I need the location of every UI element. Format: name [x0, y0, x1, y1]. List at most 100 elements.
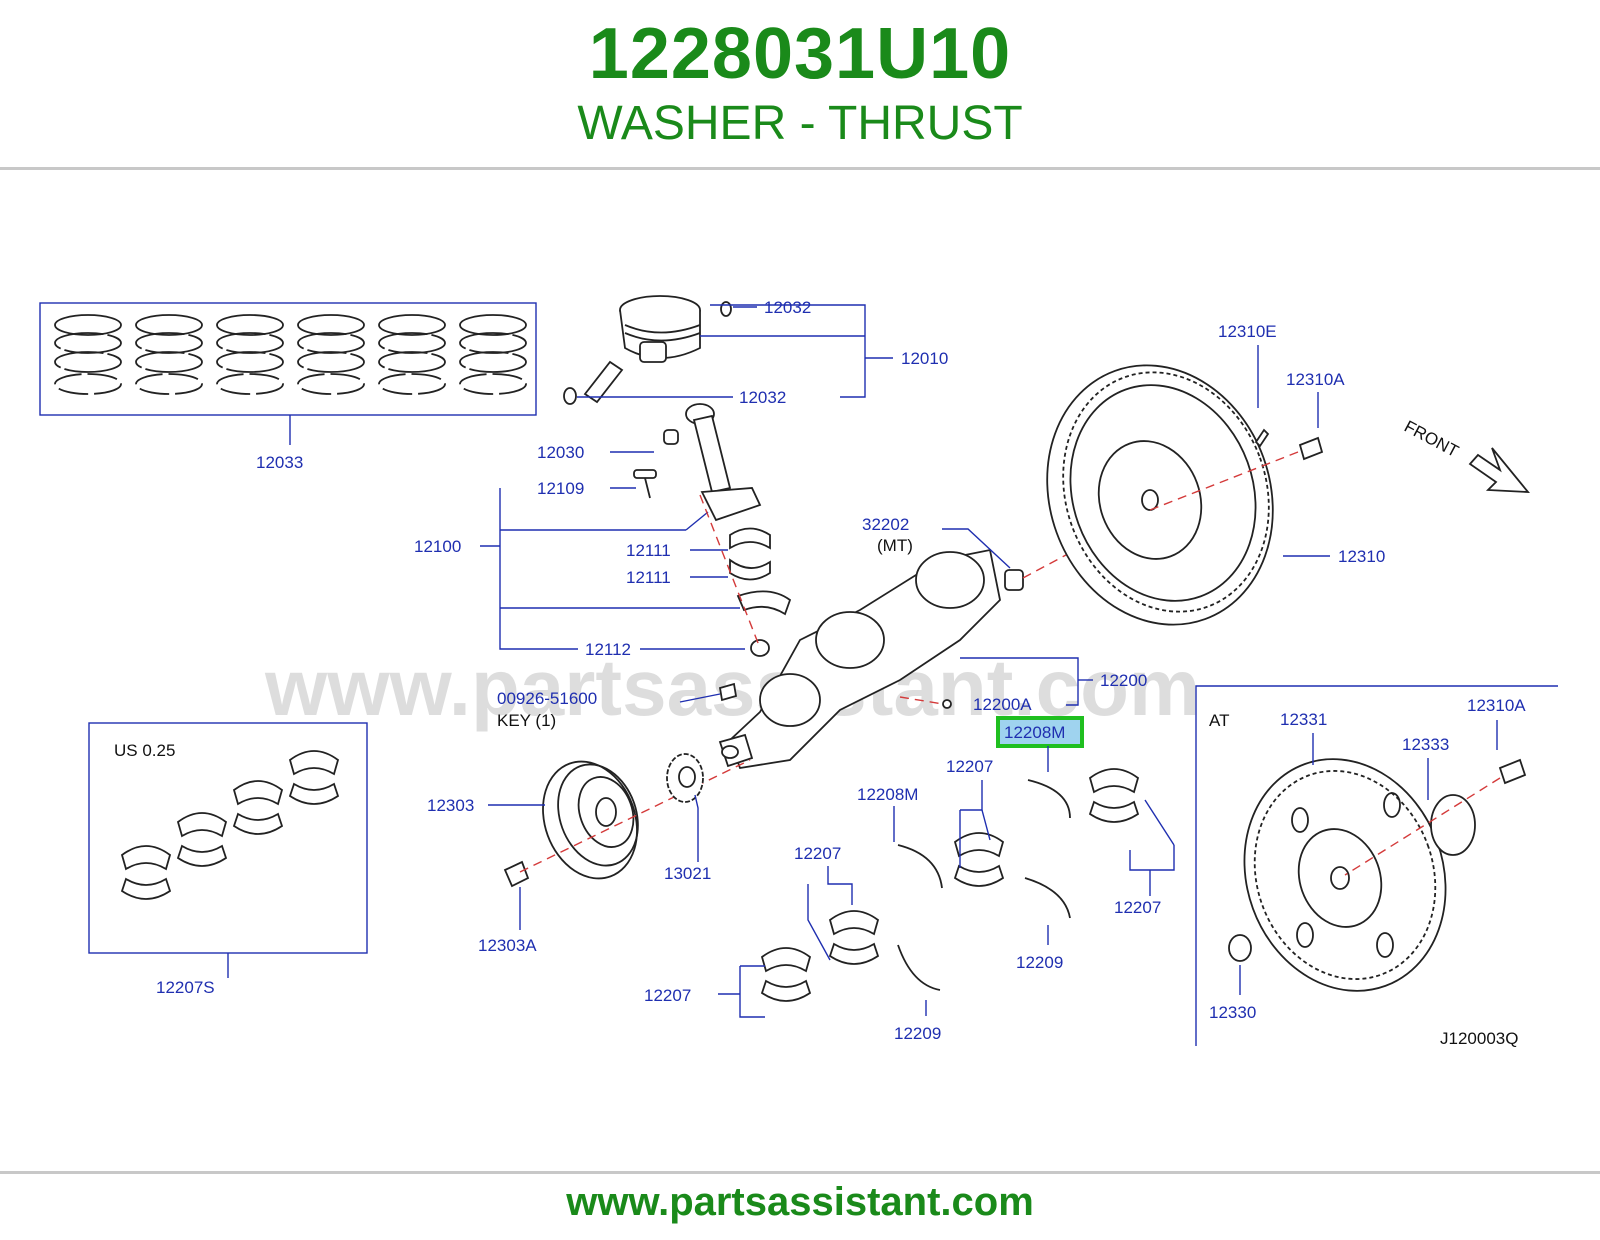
piston-rings-set [54, 314, 527, 395]
label-13021[interactable]: 13021 [664, 864, 711, 883]
label-12333[interactable]: 12333 [1402, 735, 1449, 754]
bearing-shell [232, 780, 284, 806]
label-00926-51600[interactable]: 00926-51600 [497, 689, 597, 708]
piston-ring [297, 373, 365, 395]
label-12331[interactable]: 12331 [1280, 710, 1327, 729]
label-12109[interactable]: 12109 [537, 479, 584, 498]
label-12303a[interactable]: 12303A [478, 936, 537, 955]
label-12207-b[interactable]: 12207 [794, 844, 841, 863]
undersize-bearings-set [120, 750, 340, 900]
label-12200a[interactable]: 12200A [973, 695, 1032, 714]
bearing-shell [176, 812, 228, 838]
main-bearing-shell [953, 832, 1005, 858]
label-12310[interactable]: 12310 [1338, 547, 1385, 566]
piston-ring [216, 314, 284, 336]
label-32202[interactable]: 32202 [862, 515, 909, 534]
piston-ring [459, 332, 527, 354]
piston-ring [135, 351, 203, 373]
label-12207-a[interactable]: 12207 [946, 757, 993, 776]
piston-ring [216, 351, 284, 373]
label-12200[interactable]: 12200 [1100, 671, 1147, 690]
piston-ring [54, 351, 122, 373]
label-12310e[interactable]: 12310E [1218, 322, 1277, 341]
header-divider [0, 167, 1600, 170]
at-section-frame [1195, 685, 1558, 1046]
thrust-washer-lower [897, 844, 943, 889]
footer-url[interactable]: www.partsassistant.com [566, 1180, 1034, 1224]
diagram-code: J120003Q [1440, 1029, 1518, 1048]
flywheel-mt-part [1046, 364, 1274, 626]
main-bearing-shell [1088, 768, 1140, 794]
piston-rings-box [39, 302, 537, 416]
piston-part [563, 295, 732, 405]
label-12032-top[interactable]: 12032 [764, 298, 811, 317]
label-12310a-at[interactable]: 12310A [1467, 696, 1526, 715]
footer-divider [0, 1171, 1600, 1174]
label-12303[interactable]: 12303 [427, 796, 474, 815]
bearing-shell [120, 877, 172, 900]
main-bearing-shell [760, 947, 812, 973]
label-12100[interactable]: 12100 [414, 537, 461, 556]
piston-ring [459, 314, 527, 336]
main-bearings-set [760, 768, 1140, 1002]
bearing-shell [176, 844, 228, 867]
label-12030[interactable]: 12030 [537, 443, 584, 462]
piston-ring [54, 332, 122, 354]
label-12310a[interactable]: 12310A [1286, 370, 1345, 389]
label-32202-mt: (MT) [877, 536, 913, 555]
piston-ring [135, 332, 203, 354]
piston-ring [216, 373, 284, 395]
piston-ring [378, 351, 446, 373]
label-at: AT [1209, 711, 1229, 730]
piston-ring [378, 332, 446, 354]
bearing-shell [120, 845, 172, 871]
thrust-washer-12209-a [1024, 877, 1071, 919]
piston-ring [135, 314, 203, 336]
bearing-shell [288, 750, 340, 776]
connecting-rod-part [633, 403, 762, 522]
crank-pulley-part [542, 760, 639, 880]
label-12032-bottom[interactable]: 12032 [739, 388, 786, 407]
label-12010[interactable]: 12010 [901, 349, 948, 368]
label-12208m-highlighted[interactable]: 12208M [1004, 723, 1065, 742]
bearing-shell [288, 782, 340, 805]
piston-ring [297, 351, 365, 373]
thrust-washer-12209-b [897, 944, 941, 991]
piston-ring [135, 373, 203, 395]
piston-ring [378, 373, 446, 395]
main-bearing-shell [760, 979, 812, 1002]
front-arrow-icon [1468, 447, 1530, 494]
label-12209-b[interactable]: 12209 [894, 1024, 941, 1043]
piston-ring [216, 332, 284, 354]
label-12209-a[interactable]: 12209 [1016, 953, 1063, 972]
label-12111-b[interactable]: 12111 [626, 568, 671, 587]
thrust-washer-highlighted [1027, 779, 1071, 819]
spacer-12330 [1228, 934, 1252, 962]
label-12111-a[interactable]: 12111 [626, 541, 671, 560]
crank-sprocket-part [666, 753, 704, 803]
page-header: 1228031U10 WASHER - THRUST [0, 0, 1600, 168]
piston-ring [459, 351, 527, 373]
main-bearing-shell [1088, 800, 1140, 823]
part-name-subtitle: WASHER - THRUST [577, 97, 1023, 150]
label-12112[interactable]: 12112 [585, 640, 631, 659]
main-bearing-shell [953, 864, 1005, 887]
label-12330[interactable]: 12330 [1209, 1003, 1256, 1022]
label-12207-c[interactable]: 12207 [1114, 898, 1161, 917]
main-bearing-shell [828, 942, 880, 965]
piston-ring [297, 314, 365, 336]
pilot-bushing [1004, 569, 1024, 591]
label-12033[interactable]: 12033 [256, 453, 303, 472]
label-12207-d[interactable]: 12207 [644, 986, 691, 1005]
crankshaft-part [718, 548, 1001, 770]
piston-ring [54, 373, 122, 395]
piston-ring [459, 373, 527, 395]
main-bearing-shell [828, 910, 880, 936]
piston-ring [297, 332, 365, 354]
label-12207s[interactable]: 12207S [156, 978, 215, 997]
highlighted-12208m-box[interactable] [996, 716, 1084, 748]
label-12208m[interactable]: 12208M [857, 785, 918, 804]
label-front: FRONT [1401, 417, 1462, 461]
piston-ring [378, 314, 446, 336]
